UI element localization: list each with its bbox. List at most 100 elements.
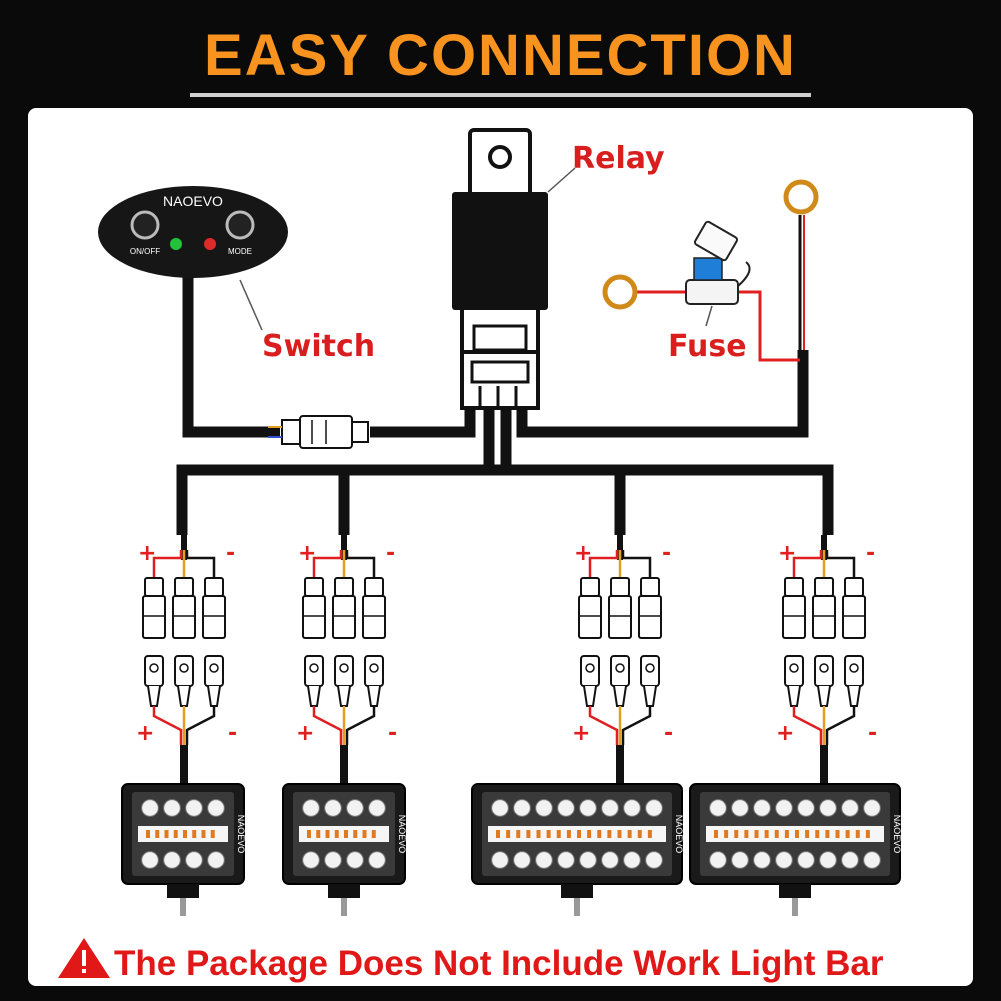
amber-led: [496, 830, 500, 838]
male-connector-crimp: [583, 685, 597, 707]
led-icon: [709, 799, 727, 817]
amber-led: [344, 830, 348, 838]
fuse-label: Fuse: [668, 329, 747, 364]
callouts: Relay Switch Fuse: [239, 141, 747, 364]
amber-led: [597, 830, 602, 838]
amber-led: [353, 830, 358, 838]
led-icon: [346, 851, 364, 869]
switch-brand: NAOEVO: [163, 193, 223, 209]
light-mount: [779, 884, 811, 898]
plus-sign: +: [778, 541, 796, 566]
mount-bolt: [574, 898, 580, 916]
male-connector-crimp: [643, 685, 657, 707]
work-lights: NAOEVO NAOEVO NAOEVO NAOEVO: [121, 783, 902, 916]
led-icon: [346, 799, 364, 817]
male-connector-crimp: [847, 685, 861, 707]
led-icon: [601, 799, 619, 817]
female-connector: [640, 577, 660, 597]
amber-led: [566, 830, 571, 838]
amber-led: [155, 830, 160, 838]
amber-led: [714, 830, 718, 838]
spade-hole: [369, 663, 379, 673]
light-mount: [167, 884, 199, 898]
spade-hole: [849, 663, 859, 673]
amber-led: [764, 830, 769, 838]
female-connector-body: [362, 595, 386, 639]
female-connector: [144, 577, 164, 597]
amber-led: [201, 830, 206, 838]
amber-led: [546, 830, 551, 838]
amber-led: [536, 830, 541, 838]
minus-sign: -: [386, 541, 395, 566]
female-connector: [364, 577, 384, 597]
amber-led: [334, 830, 339, 838]
led-icon: [709, 851, 727, 869]
wire: [185, 550, 216, 578]
led-icon: [863, 851, 881, 869]
wire: [621, 706, 652, 745]
amber-led: [146, 830, 150, 838]
led-icon: [163, 851, 181, 869]
plus-sign: +: [574, 541, 592, 566]
spade-hole: [339, 663, 349, 673]
led-icon: [141, 851, 159, 869]
spade-hole: [585, 663, 595, 673]
amber-led: [724, 830, 729, 838]
wire: [792, 550, 823, 578]
minus-sign: -: [388, 721, 397, 746]
work-light: NAOEVO: [689, 783, 902, 916]
on-off-button: [130, 210, 160, 240]
female-connector-body: [202, 595, 226, 639]
warning-text: The Package Does Not Include Work Light …: [114, 944, 884, 983]
led-icon: [491, 799, 509, 817]
plus-sign: +: [136, 721, 154, 746]
amber-led: [627, 830, 632, 838]
led-icon: [601, 851, 619, 869]
amber-led: [855, 830, 860, 838]
amber-led: [815, 830, 820, 838]
led-icon: [775, 851, 793, 869]
led-icon: [141, 799, 159, 817]
led-icon: [623, 799, 641, 817]
led-icon: [207, 851, 225, 869]
led-icon: [775, 799, 793, 817]
amber-led: [556, 830, 561, 838]
amber-led: [805, 830, 810, 838]
led-icon: [491, 851, 509, 869]
male-connector-crimp: [787, 685, 801, 707]
warning-triangle-icon: [58, 938, 110, 978]
female-connector: [784, 577, 804, 597]
amber-led: [637, 830, 642, 838]
amber-led: [865, 830, 870, 838]
terminal-group: +-+-: [296, 535, 397, 790]
led-icon: [819, 851, 837, 869]
wire: [152, 550, 183, 578]
led-icon: [557, 799, 575, 817]
female-connector: [304, 577, 324, 597]
light-brand: NAOEVO: [236, 815, 246, 854]
led-icon: [841, 799, 859, 817]
female-connector-body: [302, 595, 326, 639]
work-light: NAOEVO: [471, 783, 684, 916]
amber-led: [506, 830, 511, 838]
female-connector: [844, 577, 864, 597]
terminal-groups: +-+-+-+-+-+-+-+-: [136, 535, 877, 790]
male-connector-crimp: [147, 685, 161, 707]
amber-led: [362, 830, 367, 838]
led-icon: [302, 799, 320, 817]
wire: [152, 706, 183, 745]
led-icon: [324, 851, 342, 869]
led-icon: [841, 851, 859, 869]
plus-sign: +: [572, 721, 590, 746]
male-connector-crimp: [207, 685, 221, 707]
led-icon: [797, 851, 815, 869]
led-icon: [579, 851, 597, 869]
light-brand: NAOEVO: [892, 815, 902, 854]
male-connector-crimp: [367, 685, 381, 707]
terminal-group: +-+-: [136, 535, 237, 790]
led-icon: [863, 799, 881, 817]
amber-led: [744, 830, 749, 838]
spade-hole: [209, 663, 219, 673]
light-brand: NAOEVO: [397, 815, 407, 854]
female-connector-body: [142, 595, 166, 639]
